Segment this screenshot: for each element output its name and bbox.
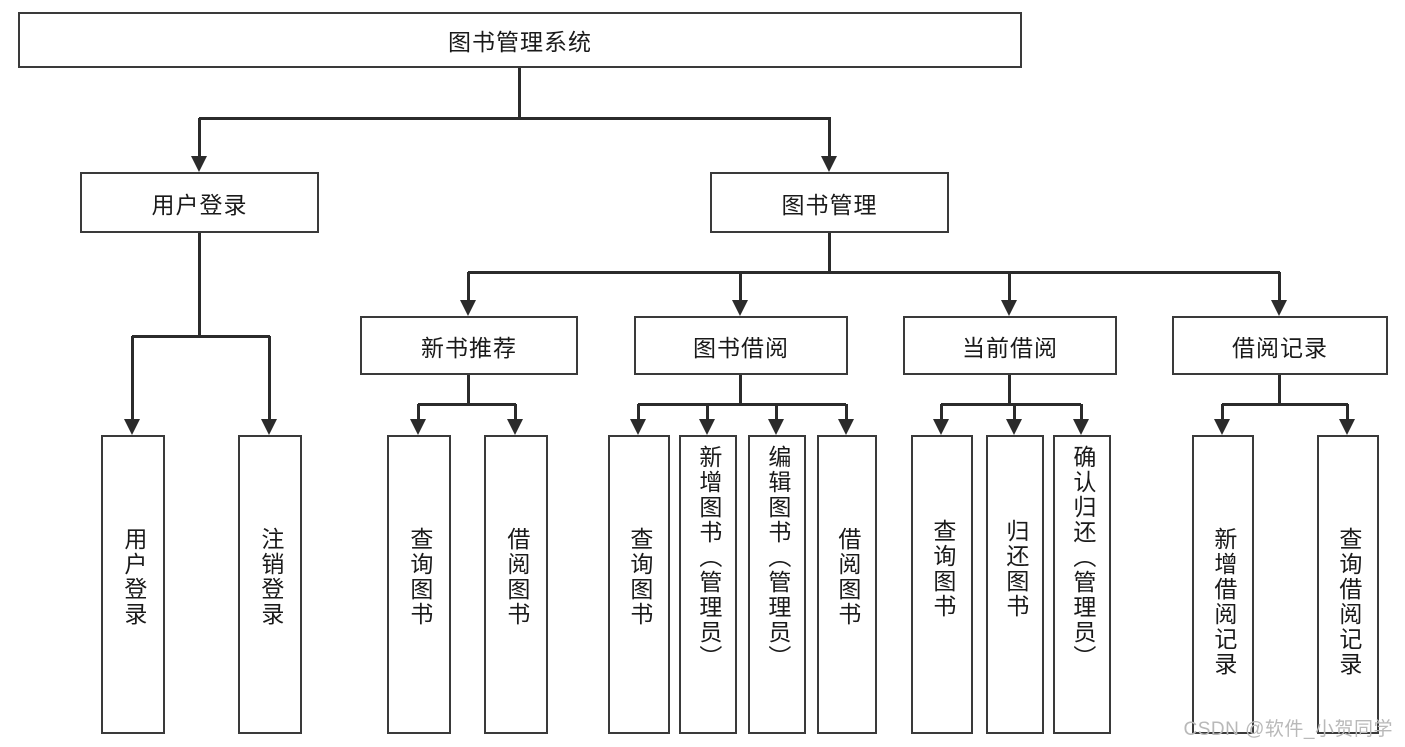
node-new-book-recommend[interactable]: 新书推荐 bbox=[360, 316, 578, 375]
leaf-node-label: 归还图书 bbox=[1002, 519, 1029, 619]
node-borrow-record[interactable]: 借阅记录 bbox=[1172, 316, 1388, 375]
edge-root-to-mgmt-arrowhead bbox=[821, 156, 837, 172]
edge-g2-leaf-2-stem bbox=[706, 404, 709, 419]
edge-mgmt-stem bbox=[828, 233, 831, 272]
edge-g2-leaf-2-arrowhead bbox=[699, 419, 715, 435]
edge-root-bar bbox=[199, 117, 831, 120]
edge-g1-leaf-2-arrowhead bbox=[507, 419, 523, 435]
leaf-node-add-borrow-record[interactable]: 新增借阅记录 bbox=[1192, 435, 1254, 734]
node-root-label: 图书管理系统 bbox=[448, 29, 592, 55]
edge-g2-leaf-1-arrowhead bbox=[630, 419, 646, 435]
node-current-borrow-label: 当前借阅 bbox=[962, 334, 1058, 361]
edge-mgmt-bar bbox=[468, 271, 1280, 274]
leaf-node-label: 编辑图书（管理员） bbox=[764, 445, 791, 670]
edge-g2-leaf-1-stem bbox=[637, 404, 640, 419]
edge-g4-bar bbox=[1222, 403, 1348, 406]
edge-g1-leaf-1-arrowhead bbox=[410, 419, 426, 435]
edge-g2-leaf-4-arrowhead bbox=[838, 419, 854, 435]
leaf-node-label: 查询图书 bbox=[929, 519, 956, 619]
edge-mgmt-child-3-stem bbox=[1008, 272, 1011, 300]
leaf-node-add-book-admin[interactable]: 新增图书（管理员） bbox=[679, 435, 737, 734]
node-root-system[interactable]: 图书管理系统 bbox=[18, 12, 1022, 68]
edge-mgmt-child-4-stem bbox=[1278, 272, 1281, 300]
edge-g4-leaf-1-arrowhead bbox=[1214, 419, 1230, 435]
edge-g1-stem bbox=[467, 375, 470, 404]
edge-g1-leaf-2-stem bbox=[514, 404, 517, 419]
edge-root-to-login-arrowhead bbox=[191, 156, 207, 172]
edge-mgmt-child-1-arrowhead bbox=[460, 300, 476, 316]
edge-g3-leaf-1-stem bbox=[940, 404, 943, 419]
leaf-node-label: 借阅图书 bbox=[503, 527, 530, 627]
edge-g2-leaf-4-stem bbox=[845, 404, 848, 419]
edge-mgmt-child-1-stem bbox=[467, 272, 470, 300]
leaf-node-label: 查询图书 bbox=[406, 527, 433, 627]
node-new-book-recommend-label: 新书推荐 bbox=[421, 334, 517, 361]
edge-g3-bar bbox=[941, 403, 1081, 406]
node-book-management-label: 图书管理 bbox=[781, 191, 878, 218]
edge-root-to-mgmt-stem bbox=[828, 118, 831, 156]
edge-login-bar bbox=[132, 335, 270, 338]
edge-login-leaf-2-arrowhead bbox=[261, 419, 277, 435]
edge-g4-stem bbox=[1278, 375, 1281, 404]
edge-g3-leaf-2-stem bbox=[1013, 404, 1016, 419]
edge-g4-leaf-2-arrowhead bbox=[1339, 419, 1355, 435]
edge-login-leaf-1-arrowhead bbox=[124, 419, 140, 435]
edge-g3-stem bbox=[1008, 375, 1011, 404]
node-book-borrow-label: 图书借阅 bbox=[693, 334, 789, 361]
leaf-node-label: 注销登录 bbox=[257, 527, 284, 627]
leaf-node-label: 查询图书 bbox=[626, 527, 653, 627]
watermark-text: CSDN @软件_小贺同学 bbox=[1183, 719, 1393, 740]
leaf-node-confirm-return-admin[interactable]: 确认归还（管理员） bbox=[1053, 435, 1111, 734]
edge-login-leaf-1-stem bbox=[131, 336, 134, 419]
node-book-management[interactable]: 图书管理 bbox=[710, 172, 949, 233]
edge-root-stem bbox=[518, 68, 521, 118]
edge-g2-bar bbox=[638, 403, 846, 406]
leaf-node-label: 确认归还（管理员） bbox=[1069, 445, 1096, 670]
leaf-node-user-login[interactable]: 用户登录 bbox=[101, 435, 165, 734]
leaf-node-query-book[interactable]: 查询图书 bbox=[387, 435, 451, 734]
node-book-borrow[interactable]: 图书借阅 bbox=[634, 316, 848, 375]
node-borrow-record-label: 借阅记录 bbox=[1232, 334, 1328, 361]
edge-g3-leaf-1-arrowhead bbox=[933, 419, 949, 435]
edge-root-to-login-stem bbox=[198, 118, 201, 156]
edge-g1-leaf-1-stem bbox=[417, 404, 420, 419]
edge-g2-leaf-3-stem bbox=[775, 404, 778, 419]
edge-g3-leaf-2-arrowhead bbox=[1006, 419, 1022, 435]
edge-g4-leaf-2-stem bbox=[1346, 404, 1349, 419]
node-current-borrow[interactable]: 当前借阅 bbox=[903, 316, 1117, 375]
leaf-node-label: 新增借阅记录 bbox=[1210, 527, 1237, 677]
edge-mgmt-child-2-stem bbox=[739, 272, 742, 300]
leaf-node-label: 借阅图书 bbox=[834, 527, 861, 627]
leaf-node-query-book-2[interactable]: 查询图书 bbox=[608, 435, 670, 734]
node-user-login[interactable]: 用户登录 bbox=[80, 172, 319, 233]
edge-g3-leaf-3-arrowhead bbox=[1073, 419, 1089, 435]
leaf-node-query-borrow-record[interactable]: 查询借阅记录 bbox=[1317, 435, 1379, 734]
leaf-node-borrow-book[interactable]: 借阅图书 bbox=[484, 435, 548, 734]
leaf-node-return-book[interactable]: 归还图书 bbox=[986, 435, 1044, 734]
leaf-node-edit-book-admin[interactable]: 编辑图书（管理员） bbox=[748, 435, 806, 734]
leaf-node-label: 新增图书（管理员） bbox=[695, 445, 722, 670]
edge-g2-leaf-3-arrowhead bbox=[768, 419, 784, 435]
edge-g1-bar bbox=[418, 403, 516, 406]
edge-mgmt-child-3-arrowhead bbox=[1001, 300, 1017, 316]
edge-mgmt-child-2-arrowhead bbox=[732, 300, 748, 316]
edge-mgmt-child-4-arrowhead bbox=[1271, 300, 1287, 316]
leaf-node-label: 用户登录 bbox=[120, 527, 147, 627]
node-user-login-label: 用户登录 bbox=[151, 191, 248, 218]
edge-g4-leaf-1-stem bbox=[1221, 404, 1224, 419]
edge-login-leaf-2-stem bbox=[268, 336, 271, 419]
edge-g2-stem bbox=[739, 375, 742, 404]
leaf-node-query-book-3[interactable]: 查询图书 bbox=[911, 435, 973, 734]
leaf-node-logout-login[interactable]: 注销登录 bbox=[238, 435, 302, 734]
leaf-node-borrow-book-2[interactable]: 借阅图书 bbox=[817, 435, 877, 734]
edge-login-stem bbox=[198, 233, 201, 336]
leaf-node-label: 查询借阅记录 bbox=[1335, 527, 1362, 677]
edge-g3-leaf-3-stem bbox=[1080, 404, 1083, 419]
